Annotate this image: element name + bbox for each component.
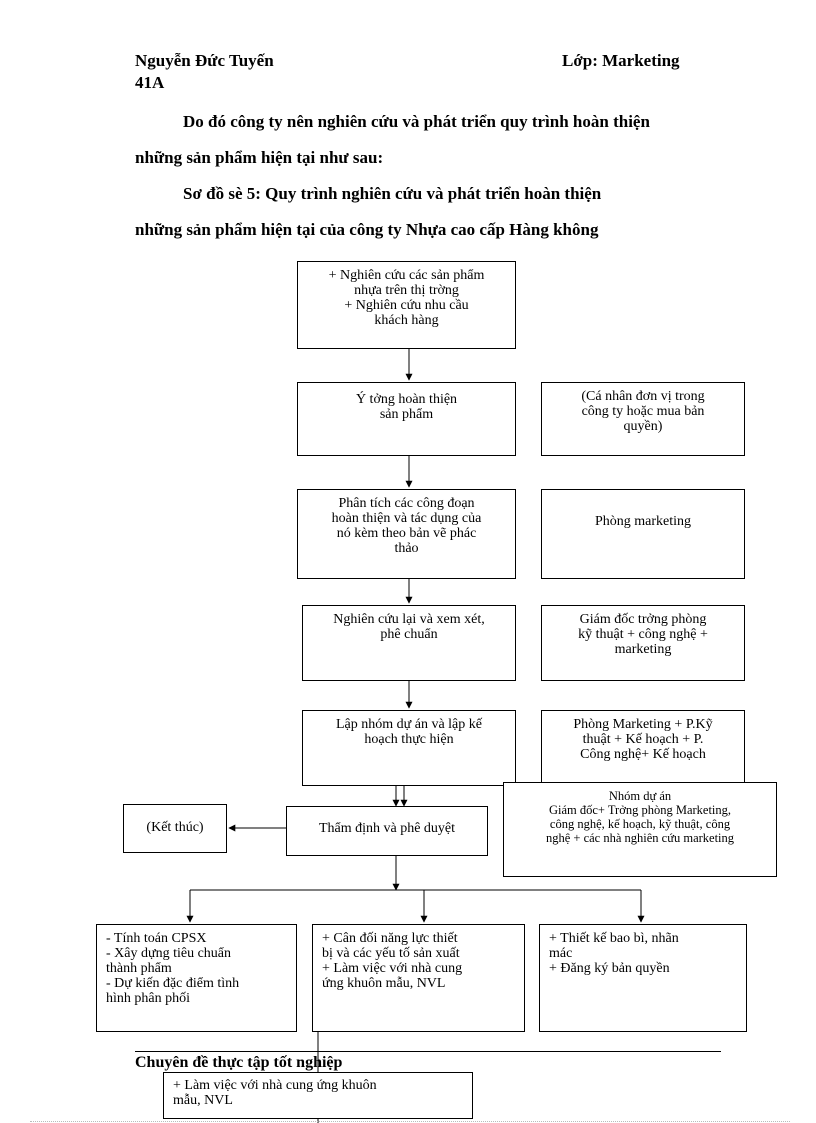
end-box: (Kết thúc) (123, 804, 227, 853)
review-approve-box: Nghiên cứu lại và xem xét,phê chuẩn (302, 605, 516, 681)
class-label: Lớp: Marketing (562, 51, 680, 70)
caption-line-1: Sơ đồ sè 5: Quy trình nghiên cứu và phát… (183, 184, 602, 203)
intro-line-1: Do đó công ty nên nghiên cứu và phát tri… (183, 112, 650, 131)
footer-text: Chuyên đề thực tập tốt nghiệp (135, 1054, 343, 1071)
footer-rule (135, 1051, 721, 1052)
page-edge (30, 1121, 790, 1122)
marketing-dept-box: Phòng marketing (541, 489, 745, 579)
approval-box: Thẩm định và phê duyệt (286, 806, 488, 856)
author-name: Nguyễn Đức Tuyến (135, 51, 274, 70)
intro-line-2: những sản phẩm hiện tại như sau: (135, 148, 384, 167)
caption-line-2: những sản phẩm hiện tại của công ty Nhựa… (135, 220, 599, 239)
cohort-label: 41A (135, 73, 165, 92)
